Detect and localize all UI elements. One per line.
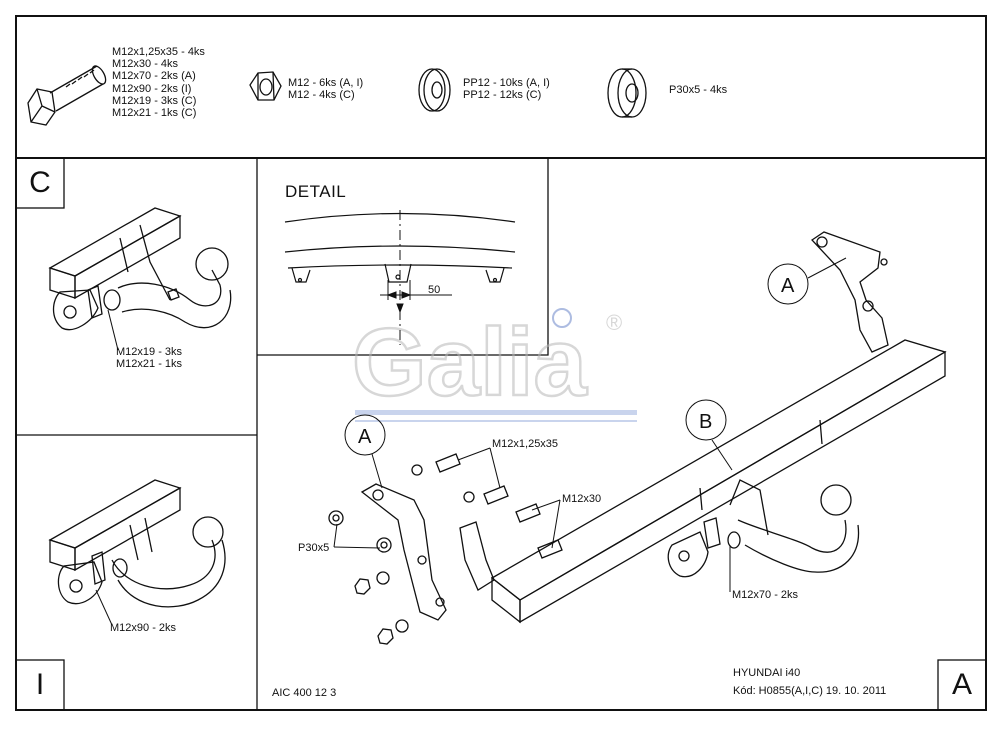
detail-dimension-value: 50 xyxy=(428,284,440,296)
bolt-line: M12x90 - 2ks (I) xyxy=(112,82,192,95)
bolt-list: M12x1,25x35 - 4ks M12x30 - 4ks M12x70 - … xyxy=(112,46,205,119)
balloon-a-right: A xyxy=(781,275,795,297)
panel-i-hitch-drawing xyxy=(48,479,226,608)
main-leaders xyxy=(333,257,847,592)
nut-icon xyxy=(249,71,282,101)
bolt-icon xyxy=(27,65,107,126)
bolt-line: M12x70 - 2ks (A) xyxy=(112,70,196,83)
nut-list: M12 - 6ks (A, I) M12 - 4ks (C) xyxy=(288,77,363,101)
callout-bolt-30: M12x30 xyxy=(562,493,602,505)
callout-washer: P30x5 xyxy=(298,542,330,554)
main-towbar-assembly xyxy=(328,231,947,645)
bolt-line: M12x19 - 3ks (C) xyxy=(112,94,197,107)
watermark-underline xyxy=(355,410,637,415)
panel-c-callouts: M12x19 - 3ks M12x21 - 1ks xyxy=(116,346,182,370)
panel-dividers xyxy=(15,157,987,711)
drawing-kod: Kód: H0855(A,I,C) 19. 10. 2011 xyxy=(733,685,887,697)
model-name: HYUNDAI i40 xyxy=(733,667,801,679)
panel-i-leader xyxy=(95,589,113,626)
panel-c-callout: M12x19 - 3ks xyxy=(116,346,183,358)
panel-c-letter: C xyxy=(29,166,51,199)
washer-line: PP12 - 10ks (A, I) xyxy=(463,77,550,89)
panel-i-callout: M12x90 - 2ks xyxy=(110,622,177,634)
washer-icon xyxy=(418,68,451,112)
thick-washer-line: P30x5 - 4ks xyxy=(669,84,728,96)
bolt-line: M12x1,25x35 - 4ks xyxy=(112,46,205,58)
drawing-code: AIC 400 12 3 xyxy=(272,687,337,699)
callout-bolt-35: M12x1,25x35 xyxy=(492,438,559,450)
panel-c-callout: M12x21 - 1ks xyxy=(116,358,183,371)
sheet-frame xyxy=(15,15,987,711)
panel-c-leader xyxy=(107,309,119,351)
nut-line: M12 - 6ks (A, I) xyxy=(288,77,364,89)
panel-i-letter: I xyxy=(35,668,45,701)
detail-dimension xyxy=(380,280,452,314)
panel-c-hitch-drawing xyxy=(48,207,232,331)
thick-washer-icon xyxy=(607,68,647,118)
balloon-a-left: A xyxy=(358,426,372,448)
washer-line: PP12 - 12ks (C) xyxy=(463,89,542,102)
panel-a-letter: A xyxy=(951,668,972,701)
thick-washer-list: P30x5 - 4ks xyxy=(669,84,727,96)
nut-line: M12 - 4ks (C) xyxy=(288,89,355,102)
detail-title: DETAIL xyxy=(285,182,347,201)
balloon-b: B xyxy=(699,411,712,433)
watermark-registered-mark: ® xyxy=(606,310,622,335)
watermark-logo-text: Galia xyxy=(352,309,587,416)
callout-bolt-70: M12x70 - 2ks xyxy=(732,589,799,601)
bolt-line: M12x30 - 4ks xyxy=(112,58,179,71)
washer-list: PP12 - 10ks (A, I) PP12 - 12ks (C) xyxy=(463,77,550,101)
galia-watermark: Galia ® xyxy=(351,308,637,422)
bolt-line: M12x21 - 1ks (C) xyxy=(112,107,197,120)
watermark-dot-icon xyxy=(552,308,572,328)
